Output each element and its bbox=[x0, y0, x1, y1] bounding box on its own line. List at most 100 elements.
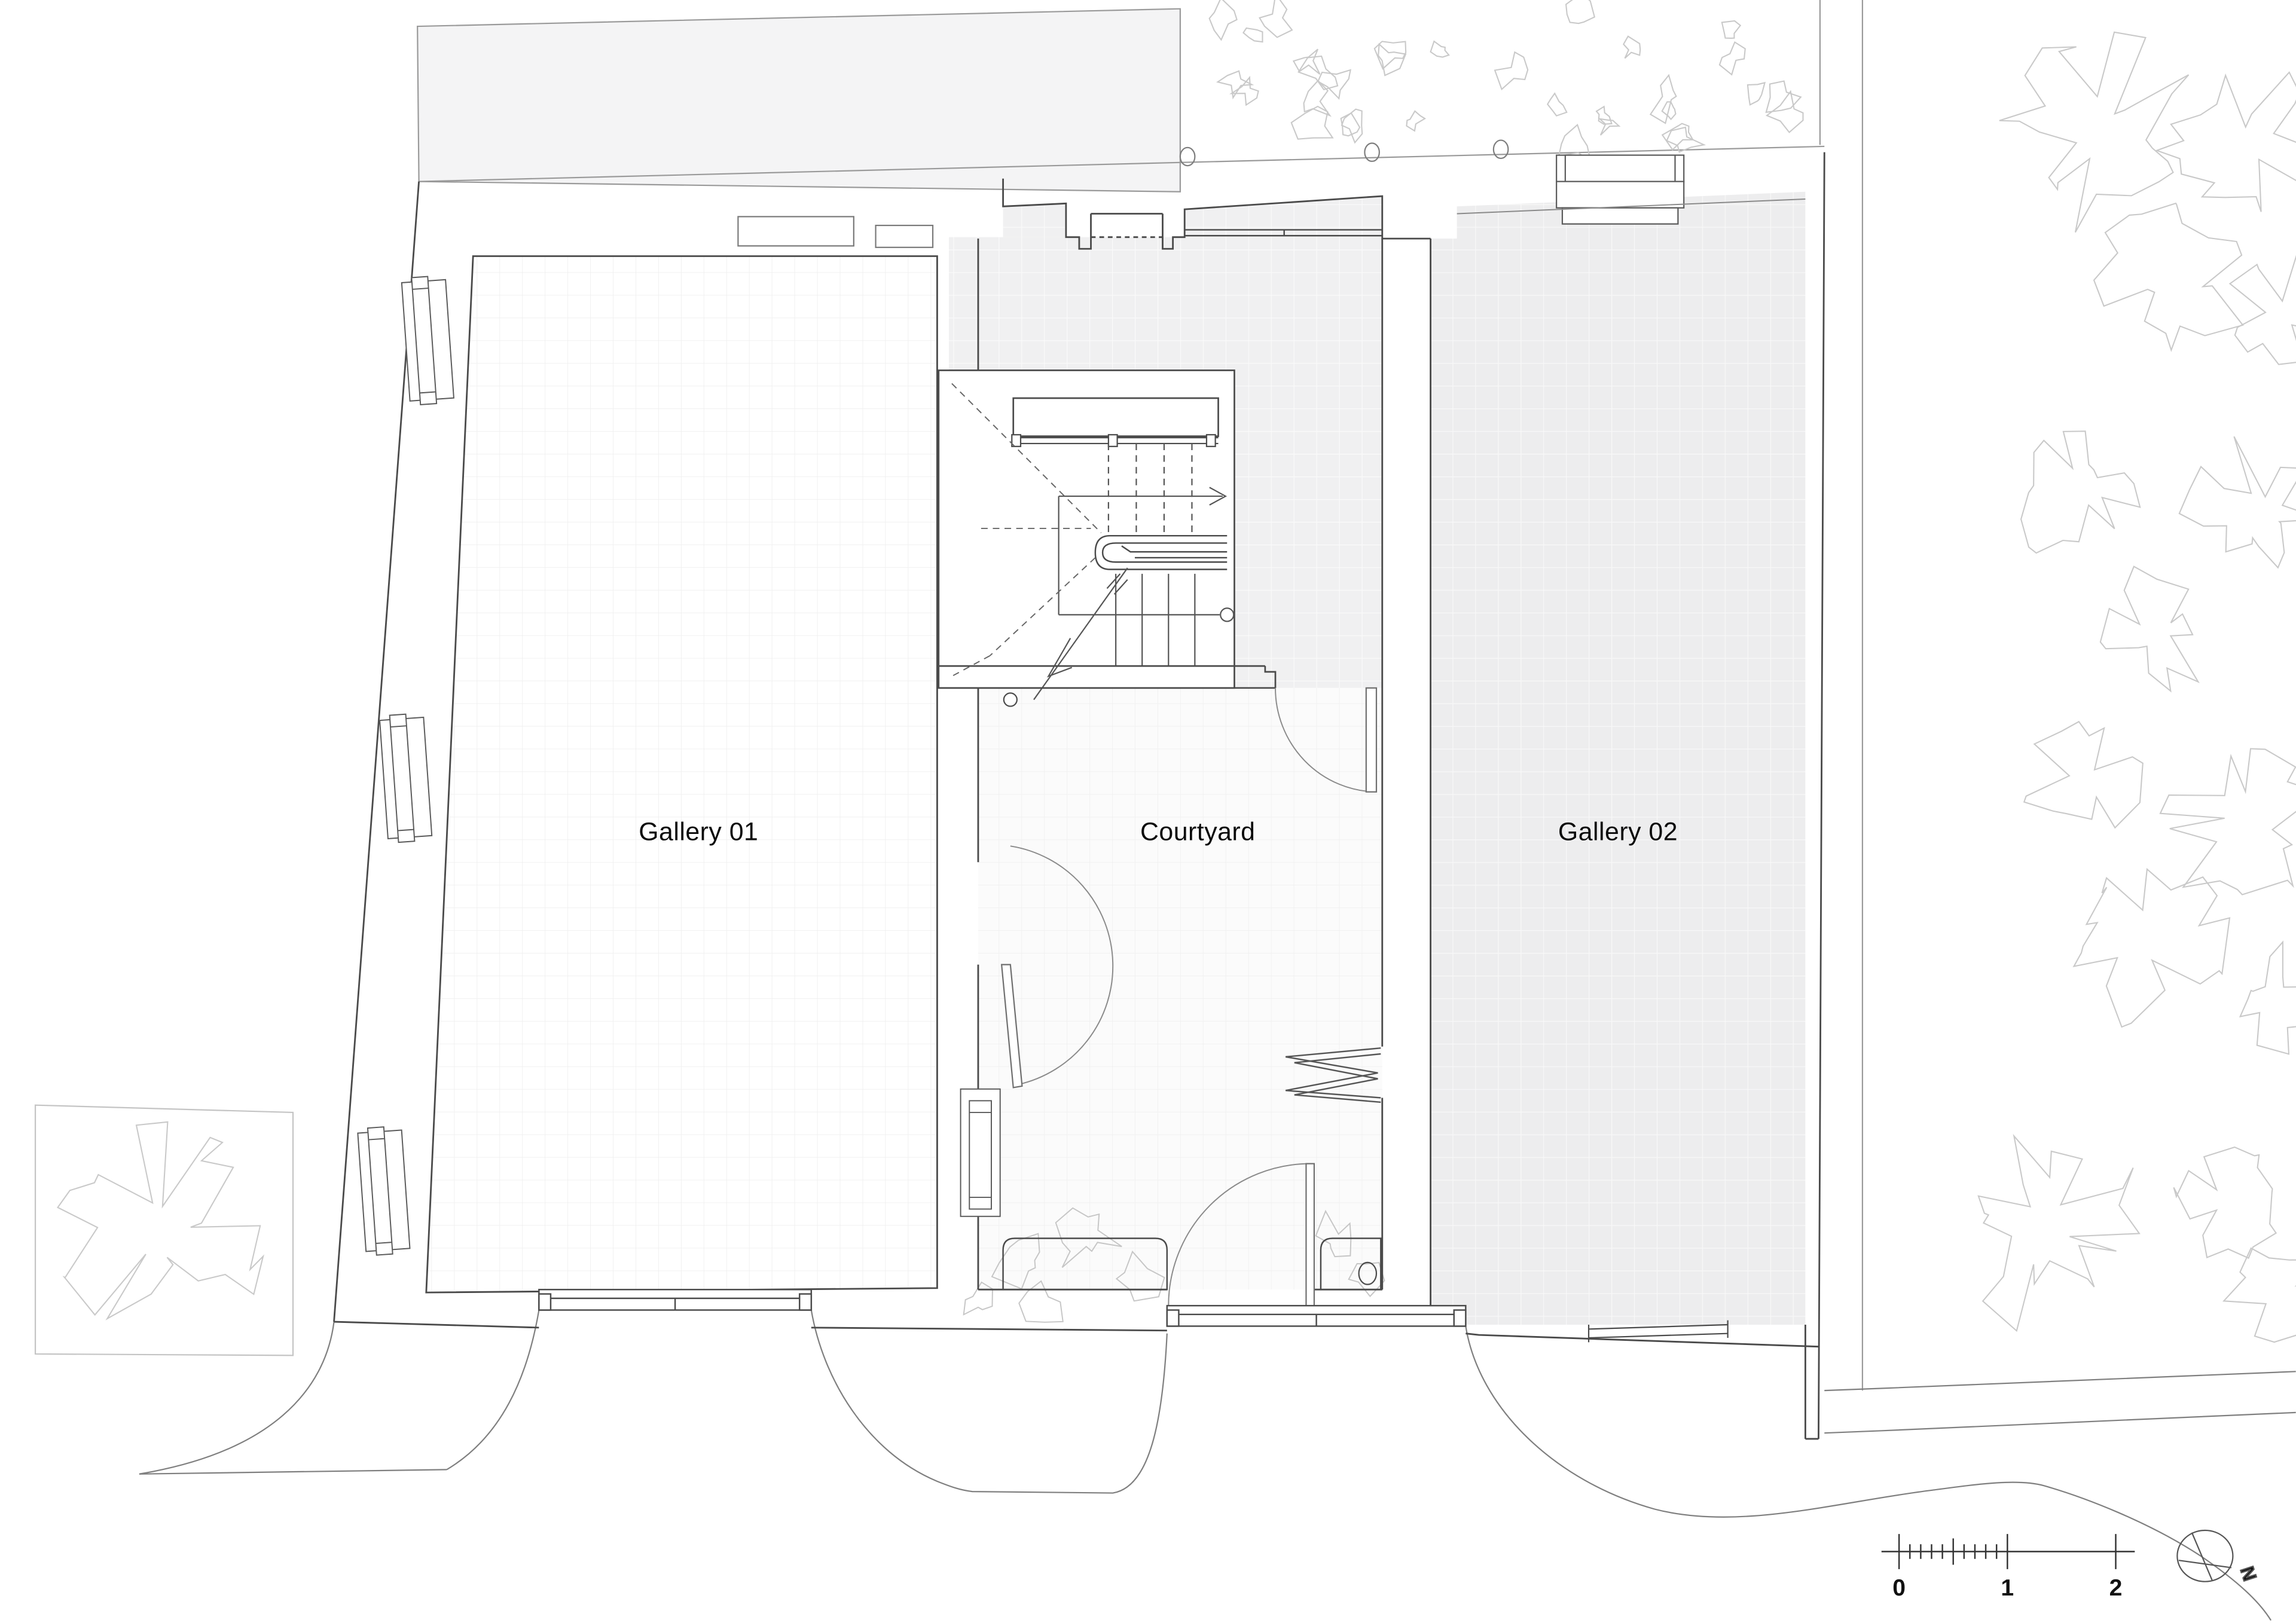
planter-right bbox=[1320, 1237, 1382, 1291]
room-label-gallery-02: Gallery 02 bbox=[1558, 817, 1678, 846]
north-entry-silhouette bbox=[1002, 178, 1431, 250]
stair-handrail bbox=[1094, 534, 1228, 570]
tree-canopy bbox=[1373, 41, 1407, 70]
tree-canopy bbox=[2020, 430, 2141, 554]
window-west-2 bbox=[379, 713, 433, 843]
room-labels: Gallery 01 Courtyard Gallery 02 bbox=[639, 817, 1678, 846]
west-wall-outer bbox=[333, 181, 420, 1322]
stair-glazing bbox=[1011, 434, 1219, 447]
room-label-gallery-01: Gallery 01 bbox=[639, 817, 758, 846]
tree-canopy bbox=[1999, 31, 2190, 233]
wall-niches bbox=[737, 216, 934, 248]
west-windows bbox=[357, 276, 454, 1256]
east-wall bbox=[1805, 152, 1825, 1440]
north-label: N bbox=[2236, 1564, 2261, 1584]
porch-courtyard-steps bbox=[1166, 1304, 1467, 1327]
tree-canopy bbox=[1297, 55, 1339, 91]
site-boundary-top bbox=[419, 145, 1825, 182]
tree-canopy bbox=[1430, 40, 1450, 58]
tree-canopy bbox=[1721, 20, 1742, 39]
north-compass: N bbox=[2176, 1529, 2261, 1584]
planter-pot bbox=[1358, 1261, 1378, 1285]
tree-canopy bbox=[1718, 41, 1746, 76]
pavement-lines bbox=[139, 1310, 2296, 1621]
tree-canopy bbox=[2099, 566, 2200, 693]
gallery-01-floor bbox=[426, 256, 938, 1293]
compass-chord-2 bbox=[2178, 1560, 2232, 1569]
tree-canopy bbox=[2093, 202, 2244, 352]
niche-large bbox=[737, 216, 854, 247]
gallery-01-outline bbox=[425, 255, 938, 1294]
tree-canopy bbox=[1598, 118, 1621, 136]
tree-canopy bbox=[2159, 748, 2296, 895]
tree-canopy bbox=[1595, 105, 1613, 125]
staircase bbox=[938, 369, 1277, 707]
door-lobby-gallery02 bbox=[1275, 687, 1378, 793]
stair-enclosure bbox=[938, 369, 1235, 689]
tree-canopy bbox=[1661, 123, 1694, 151]
tree-canopy bbox=[963, 1281, 993, 1316]
tree-canopy bbox=[56, 1121, 264, 1321]
gallery-02-floor bbox=[1430, 191, 1806, 1325]
site-context bbox=[34, 0, 2296, 1621]
building-walls bbox=[333, 152, 1825, 1440]
tree-canopy bbox=[1406, 110, 1427, 132]
tree-canopy bbox=[2072, 867, 2231, 1028]
planter-plants bbox=[963, 1207, 1385, 1323]
tree-canopy bbox=[2155, 71, 2296, 212]
window-west-1 bbox=[401, 276, 454, 405]
tree-canopy bbox=[1747, 81, 1766, 106]
stair-winder-guides bbox=[951, 383, 1102, 677]
tree-canopy bbox=[1055, 1207, 1122, 1268]
tree-canopy bbox=[1242, 27, 1263, 43]
tree-canopy bbox=[2239, 940, 2296, 1055]
scale-label-0: 0 bbox=[1892, 1575, 1906, 1601]
scale-bar-ticks bbox=[1898, 1534, 2117, 1569]
stair-risers-upper bbox=[1107, 443, 1193, 536]
tree-canopy bbox=[1649, 74, 1677, 124]
tree-canopy bbox=[1259, 0, 1293, 38]
tree-canopy bbox=[1765, 80, 1802, 114]
tree-canopy bbox=[1208, 0, 1238, 41]
compass-chord-1 bbox=[2191, 1532, 2213, 1581]
floor-finishes bbox=[426, 191, 1806, 1325]
tree-canopy bbox=[1018, 1280, 1064, 1323]
tree-canopy bbox=[1115, 1250, 1165, 1302]
door-folding-gallery02 bbox=[1285, 1047, 1381, 1104]
gallery-02-south-door bbox=[1587, 1320, 1729, 1343]
tree-canopy bbox=[1623, 35, 1641, 59]
south-wall-outer bbox=[334, 1321, 1819, 1348]
gallery-02-west-wall bbox=[1381, 239, 1431, 1325]
compass-circle bbox=[2176, 1529, 2234, 1582]
tree-canopy bbox=[2222, 1247, 2296, 1343]
tree-canopy bbox=[1546, 92, 1568, 117]
tree-canopy bbox=[1765, 90, 1804, 133]
planter-left bbox=[1002, 1237, 1168, 1291]
courtyard-floor bbox=[978, 687, 1382, 1290]
tree-canopy bbox=[2173, 1146, 2277, 1259]
tree-canopy bbox=[2228, 255, 2296, 365]
scale-label-1: 1 bbox=[2001, 1575, 2014, 1601]
stair-corner-post bbox=[1003, 692, 1018, 707]
tree-canopy bbox=[1378, 42, 1407, 77]
tree-canopy bbox=[1303, 80, 1332, 117]
scale-label-2: 2 bbox=[2109, 1575, 2123, 1601]
tree-canopy bbox=[1315, 1209, 1352, 1258]
doors bbox=[1000, 687, 1381, 1307]
tree-canopy bbox=[2178, 436, 2296, 569]
neighbor-parcel bbox=[417, 8, 1181, 192]
door-gallery01-courtyard bbox=[1000, 845, 1114, 1089]
north-bench bbox=[1556, 154, 1685, 225]
lobby-floor bbox=[948, 196, 1382, 688]
stair-cut-line bbox=[1033, 567, 1128, 701]
room-label-courtyard: Courtyard bbox=[1140, 817, 1256, 846]
tree-canopy bbox=[1340, 112, 1361, 137]
window-west-3 bbox=[357, 1126, 411, 1256]
entry-glazing bbox=[1184, 229, 1382, 237]
tree-canopy bbox=[1348, 1262, 1385, 1297]
scale-bar: 0 1 2 bbox=[1881, 1534, 2135, 1601]
stair-guide-node bbox=[1220, 607, 1235, 622]
tree-canopy bbox=[1229, 75, 1259, 106]
